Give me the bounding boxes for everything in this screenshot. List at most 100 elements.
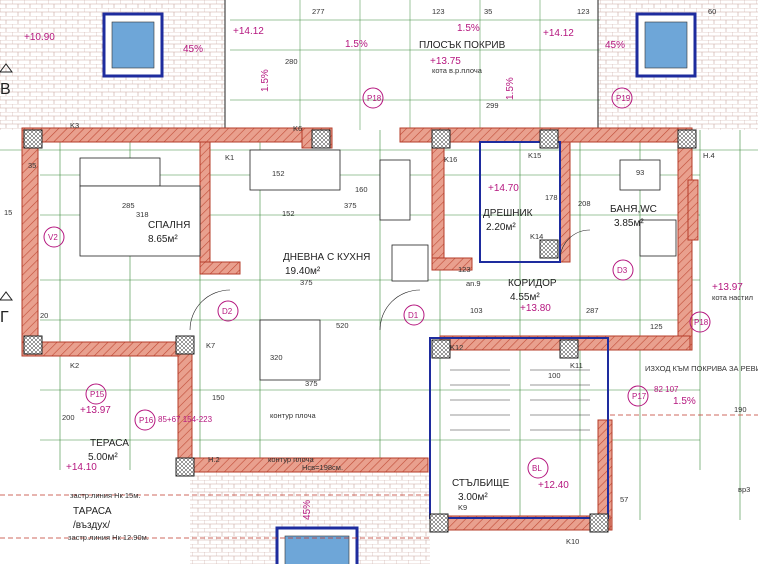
level-label: +14.70 <box>488 183 519 194</box>
window-marker-v2: V2 <box>43 226 65 248</box>
dimension-label: 35 <box>28 161 36 170</box>
skylight-bottom <box>275 526 359 564</box>
column-label: K3 <box>70 121 79 130</box>
roof-kota: +13.75 <box>430 56 461 67</box>
note-kontur: контур плоча <box>270 411 317 420</box>
svg-text:P17: P17 <box>632 392 647 401</box>
column-label: K16 <box>444 155 457 164</box>
level-label: +14.12 <box>543 28 574 39</box>
note-zastr: застр.линия Hк 12.90м. <box>68 533 149 542</box>
dimension-label: 285 <box>122 201 135 210</box>
room-name-dreshnik: ДРЕШНИК <box>483 208 533 219</box>
dimension-label: 15 <box>4 208 12 217</box>
room-area-terasa: 5.00м² <box>88 452 118 463</box>
slope-label: 1.5% <box>673 396 696 407</box>
room-name-spalnia: СПАЛНЯ <box>148 220 190 231</box>
slope-label: 45% <box>605 40 625 51</box>
level-label: +13.80 <box>520 303 551 314</box>
window-size-p16: 85+67 154-223 <box>158 415 213 424</box>
door-marker-d1: D1 <box>403 304 425 326</box>
column-label: K11 <box>570 361 583 370</box>
level-label: +13.97 <box>80 405 111 416</box>
svg-text:123: 123 <box>432 7 445 16</box>
note-izhod: ИЗХОД КЪМ ПОКРИВА ЗА РЕВИЗИЯ <box>645 364 758 373</box>
dimension-label: 190 <box>734 405 747 414</box>
roof-label: ПЛОСЪК ПОКРИВ <box>419 40 506 51</box>
window-marker-p18a: P18 <box>362 87 384 109</box>
dimension-label: 100 <box>548 371 561 380</box>
dimension-label: 375 <box>300 278 313 287</box>
svg-text:35: 35 <box>484 7 492 16</box>
dimension-label: 152 <box>272 169 285 178</box>
svg-text:P19: P19 <box>616 94 631 103</box>
slope-label: 1.5% <box>260 69 271 92</box>
dimension-label: 320 <box>270 353 283 362</box>
level-label: +12.40 <box>538 480 569 491</box>
svg-text:P18: P18 <box>367 94 382 103</box>
roof-kota-note: кота в.р.плоча <box>432 66 483 75</box>
svg-text:V2: V2 <box>48 233 58 242</box>
axis-g-marker: Г <box>0 291 13 326</box>
slope-label: 45% <box>183 44 203 55</box>
door-swings <box>189 229 591 331</box>
column-label: K2 <box>70 361 79 370</box>
room-name-terasa2: ТАРАСА <box>73 506 112 517</box>
svg-text:P18: P18 <box>694 318 709 327</box>
dimension-label: 178 <box>545 193 558 202</box>
column-label: H.2 <box>208 455 220 464</box>
svg-text:D1: D1 <box>408 311 419 320</box>
svg-text:D3: D3 <box>617 266 628 275</box>
room-area-bania: 3.85м² <box>614 218 644 229</box>
column-label: K1 <box>225 153 234 162</box>
svg-text:Г: Г <box>0 309 9 326</box>
svg-text:D2: D2 <box>222 307 233 316</box>
level-label: +14.10 <box>66 462 97 473</box>
svg-text:60: 60 <box>708 7 716 16</box>
stair-well-walls <box>429 141 609 519</box>
room-area-terasa2: /въздух/ <box>73 520 110 531</box>
note-kota-nastil: кота настил <box>712 293 753 302</box>
column-label: K7 <box>206 341 215 350</box>
dimension-label: 123 <box>458 265 471 274</box>
dimension-label: 287 <box>586 306 599 315</box>
dimension-label: 520 <box>336 321 349 330</box>
svg-text:P16: P16 <box>139 416 154 425</box>
room-area-dnevna: 19.40м² <box>285 266 321 277</box>
slope-label: 1.5% <box>345 39 368 50</box>
columns <box>23 129 697 533</box>
dimension-label: 103 <box>470 306 483 315</box>
note-kontur-2: контур плоча <box>268 455 315 464</box>
dimension-label: 152 <box>282 209 295 218</box>
axis-b-marker: В <box>0 63 13 98</box>
room-name-bania: БАНЯ,WC <box>610 204 657 215</box>
furniture <box>79 149 677 381</box>
svg-text:BL: BL <box>532 464 542 473</box>
dimension-label: 375 <box>344 201 357 210</box>
dimension-label: 318 <box>136 210 149 219</box>
level-label: +14.12 <box>233 26 264 37</box>
note-vp3: вр3 <box>738 485 750 494</box>
slope-label: 1.5% <box>505 77 516 100</box>
window-marker-p19: P19 <box>611 87 633 109</box>
room-area-stalbishte: 3.00м² <box>458 492 488 503</box>
window-size-p17: 82 107 <box>654 385 679 394</box>
column-label: K9 <box>458 503 467 512</box>
column-label: K15 <box>528 151 541 160</box>
note-hcb: Hсв=198см. <box>302 463 343 472</box>
room-name-koridor: КОРИДОР <box>508 278 557 289</box>
skylight-left <box>102 12 164 78</box>
door-marker-d3: D3 <box>612 259 634 281</box>
walls <box>21 127 699 531</box>
room-area-dreshnik: 2.20м² <box>486 222 516 233</box>
window-marker-p18b: P18 <box>689 311 711 333</box>
room-area-spalnia: 8.65м² <box>148 234 178 245</box>
note-zastr: застр.линия Hк 15м. <box>70 491 140 500</box>
dimension-label: 299 <box>486 101 499 110</box>
skylight-right <box>635 12 697 78</box>
dimension-label: 160 <box>355 185 368 194</box>
column-label: K14 <box>530 232 543 241</box>
dimension-label: 150 <box>212 393 225 402</box>
room-name-dnevna: ДНЕВНА С КУХНЯ <box>283 252 370 263</box>
